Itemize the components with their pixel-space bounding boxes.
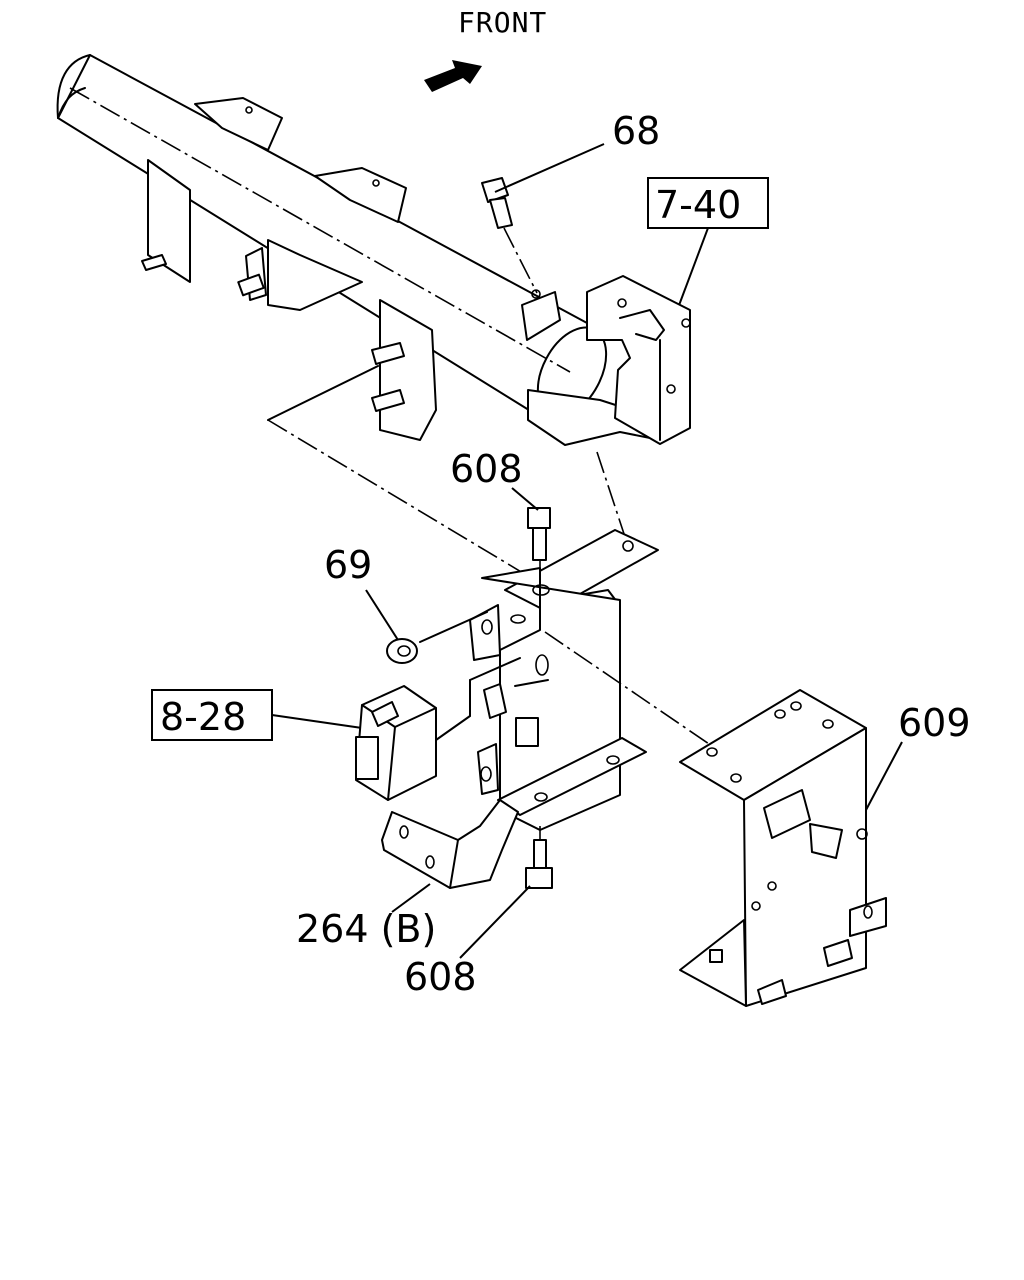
control-module-8-28 [355, 657, 521, 801]
bolt-608-upper [527, 507, 551, 586]
bolt-608-lower [525, 826, 553, 889]
leader-264b [391, 883, 431, 913]
front-label: FRONT [458, 6, 547, 39]
callout-7-40: 7-40 [655, 183, 741, 227]
bolt-68 [481, 177, 538, 294]
center-bracket [267, 365, 659, 831]
leader-68 [494, 143, 605, 193]
callout-8-28: 8-28 [160, 695, 246, 739]
leader-608-lower [459, 885, 531, 959]
leader-7-40 [677, 227, 709, 309]
leader-609 [865, 741, 903, 811]
front-arrow-icon [424, 60, 482, 92]
ref-box-7-40: 7-40 [647, 177, 769, 229]
mount-block-7-40 [586, 275, 691, 547]
callout-69: 69 [324, 543, 372, 587]
lower-bracket-264b [381, 799, 519, 889]
callout-609: 609 [898, 701, 971, 745]
callout-608-upper: 608 [450, 447, 523, 491]
leader-8-28 [271, 714, 363, 729]
ref-box-8-28: 8-28 [151, 689, 273, 741]
callout-608-lower: 608 [404, 955, 477, 999]
leader-69 [365, 589, 399, 641]
front-direction-indicator: FRONT [424, 6, 547, 92]
leader-608-upper [511, 487, 539, 511]
nut-69 [386, 611, 488, 664]
cross-beam-tube [56, 54, 663, 446]
right-bracket-609 [544, 631, 887, 1007]
callout-264b: 264 (B) [296, 907, 436, 951]
callout-68: 68 [612, 109, 660, 153]
